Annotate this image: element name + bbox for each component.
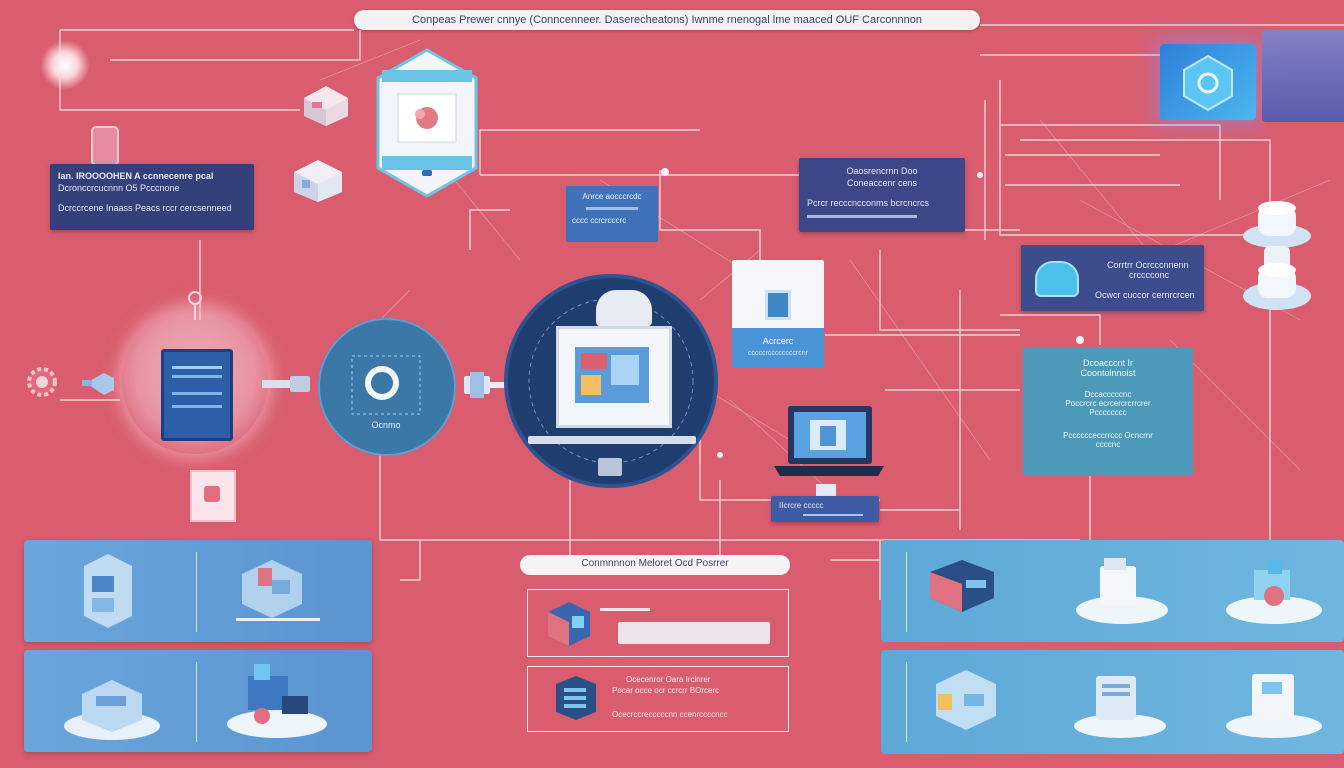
info-card-center: Oaosrencrnn Doo Coneaccenr cens Pcrcr re… [799, 158, 965, 232]
device-platform-icon [1226, 674, 1322, 738]
box-cube-icon [294, 160, 342, 202]
glass-cube-icon [936, 670, 996, 730]
hub-keyboard [528, 436, 696, 444]
card-line: Coneaccenr cens [846, 178, 918, 188]
card-footer: Acrcerc cccccrccccccccrcnr [732, 328, 824, 368]
tool-cube-icon [242, 560, 302, 618]
glow-panel [1262, 30, 1344, 122]
info-card-white: Acrcerc cccccrccccccccrcnr [732, 260, 824, 368]
card-line: Dccacccccnc [1084, 390, 1132, 399]
card-line: Corrtrr Ocrcccnnenn [1107, 260, 1189, 270]
panel-divider [906, 552, 907, 632]
card-line: IIcrcre ccccc [779, 501, 824, 510]
card-line: Dcoacccnt Ir [1082, 358, 1133, 368]
bottom-text: Ocecrccrecccccnn ccenrccccncc [612, 710, 728, 719]
card-line: Ocwcr cuccor cernrcrcen [1095, 290, 1195, 300]
connected-platform-icon [1226, 560, 1322, 624]
card-line: Coontolnnoist [1080, 368, 1136, 378]
card-line: Pcrcr recccncconms bcrcncrcs [807, 198, 930, 208]
cable-connector-icon [262, 376, 310, 392]
card-label: Acrcerc [762, 336, 794, 346]
card-line: cccc ccrcrcccrc [572, 216, 627, 225]
card-bar [807, 215, 917, 218]
hub-monitor [556, 326, 672, 428]
card-line: Pcccccceccrrccc Ocncrnr [1063, 431, 1153, 440]
bottom-text: Pocar occe ocr ccrcrr BOrcerc [612, 686, 720, 695]
bottom-text: Ocecenror Oara Ircinrer [626, 675, 711, 684]
bottom-box-1 [527, 589, 789, 657]
panel-divider [906, 662, 907, 742]
card-line: Poccrcrc ecrcercrcrrcrer [1065, 399, 1151, 408]
hexagon-tablet-icon [376, 48, 478, 198]
glass-box-icon [84, 554, 132, 628]
hub-base [598, 458, 622, 476]
gear-icon [27, 367, 57, 397]
server-rack-icon [556, 676, 596, 720]
laptop-stand [816, 484, 836, 496]
card-line: ccccnc [1095, 440, 1121, 449]
glow-light [40, 40, 90, 90]
pink-card [190, 470, 236, 522]
card-line: Oaosrencrnn Doo [846, 166, 918, 176]
panel-bar [236, 618, 320, 621]
document-icon [765, 290, 791, 320]
bottom-bar [618, 622, 770, 644]
card-line: crcccconc [1129, 270, 1170, 280]
hub-cloud-shape [596, 290, 652, 326]
storage-platform-icon [1076, 558, 1168, 624]
server-platform-icon [1074, 676, 1166, 738]
laptop-tag: IIcrcre ccccc [771, 496, 879, 522]
info-card-teal: Dcoacccnt Ir Coontolnnoist Dccacccccnc P… [1023, 348, 1193, 476]
left-panel-top [24, 540, 372, 642]
cube-icon [548, 602, 590, 646]
bottom-box-2 [527, 666, 789, 732]
device-icon [93, 128, 117, 164]
connector-plug-icon [464, 372, 506, 398]
platform-server-icon [64, 680, 160, 740]
tablet-screen [161, 349, 233, 441]
database-stack-icon [1243, 201, 1311, 310]
bottom-pill: Conmnnnon Meloret Ocd Posrrer [520, 555, 790, 575]
router-icon [930, 560, 994, 612]
card-bar [586, 207, 638, 210]
panel-divider [196, 552, 197, 632]
hexagon-tile [1160, 44, 1256, 120]
card-line: Ian. IROOOOHEN A ccnnecenre pcal [58, 171, 214, 181]
diagram-title: Conpeas Prewer cnnye (Conncenneer. Daser… [354, 10, 980, 30]
card-line: Pcccccccc [1089, 408, 1127, 417]
panel-divider [196, 662, 197, 742]
disc-circle [318, 318, 456, 456]
ring-icon [351, 355, 421, 415]
card-line: cccccrccccccccrcnr [748, 350, 808, 357]
card-bar [803, 514, 863, 516]
laptop-icon [774, 406, 884, 476]
info-card-small: Anrce aocccrcdc cccc ccrcrcccrc [566, 186, 658, 242]
card-line: Dcrccrcene Inaass Peacs rccr cercsenneed [58, 203, 232, 213]
card-line: Anrce aocccrcdc [582, 192, 642, 201]
pin-icon [188, 291, 202, 320]
disc-label: Ocnmo [371, 420, 401, 430]
bottom-bar [600, 608, 650, 611]
cloud-icon [1035, 261, 1079, 297]
platform-device-icon [227, 664, 327, 738]
plug-icon [82, 373, 114, 395]
hexagon-icon [1183, 54, 1233, 112]
info-card-right: Corrtrr Ocrcccnnenn crcccconc Ocwcr cucc… [1021, 245, 1204, 311]
info-card-left: Ian. IROOOOHEN A ccnnecenre pcal Dcroncc… [50, 164, 254, 230]
server-cube-icon [304, 86, 348, 126]
card-line: Dcronccrcucnnn O5 Pcccnone [58, 183, 180, 193]
